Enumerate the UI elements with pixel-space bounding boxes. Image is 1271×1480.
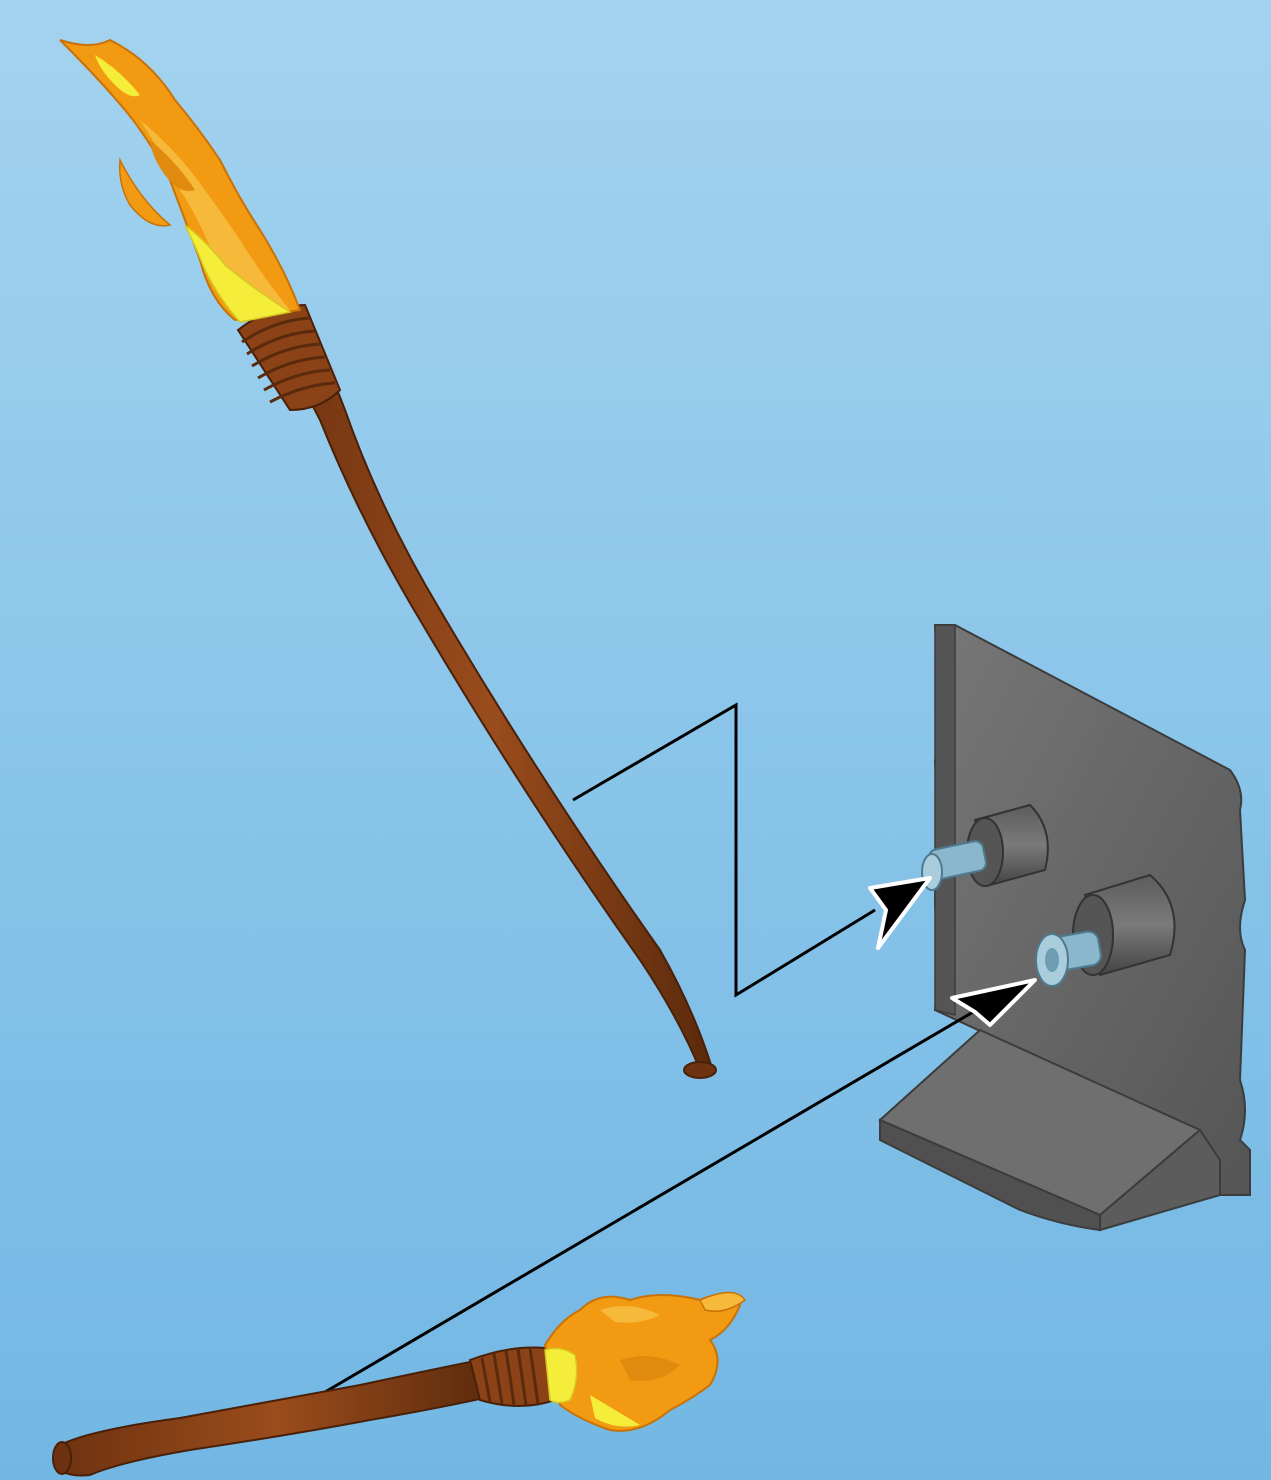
bracket-plate-edge [935, 625, 955, 1015]
torch-lower-end [53, 1442, 71, 1474]
torch-upper-end [684, 1062, 716, 1078]
